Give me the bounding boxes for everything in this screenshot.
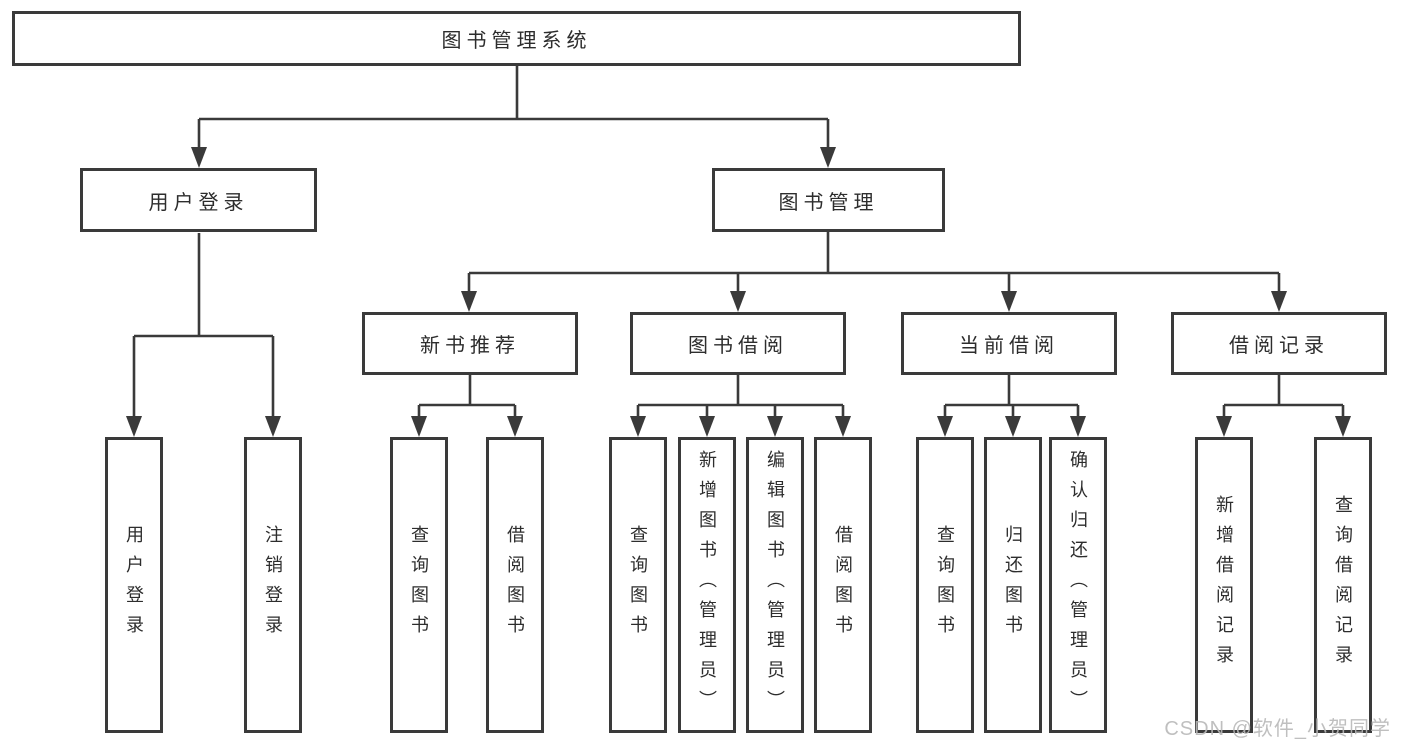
node-book-borrow-label: 图书借阅: [688, 335, 788, 357]
node-user-login: 用户登录: [80, 168, 317, 232]
leaf-logout-label: 注销登录: [263, 525, 283, 645]
node-book-management: 图书管理: [712, 168, 945, 232]
leaf-records-query-borrow-record-label: 查询借阅记录: [1333, 495, 1353, 675]
leaf-borrow-edit-books-admin-label: 编辑图书（管理员）: [765, 450, 785, 720]
leaf-borrow-borrow-books-label: 借阅图书: [833, 525, 853, 645]
leaf-current-confirm-return-admin: 确认归还（管理员）: [1049, 437, 1107, 733]
node-borrow-records-label: 借阅记录: [1229, 335, 1329, 357]
node-borrow-records: 借阅记录: [1171, 312, 1387, 375]
node-user-login-label: 用户登录: [148, 191, 249, 214]
leaf-current-return-books: 归还图书: [984, 437, 1042, 733]
node-root-label: 图书管理系统: [441, 30, 592, 52]
node-new-book-recommend-label: 新书推荐: [420, 335, 520, 357]
leaf-user-login: 用户登录: [105, 437, 163, 733]
leaf-recommend-query-books: 查询图书: [390, 437, 448, 733]
leaf-borrow-query-books-label: 查询图书: [628, 525, 648, 645]
leaf-current-query-books-label: 查询图书: [935, 525, 955, 645]
leaf-borrow-edit-books-admin: 编辑图书（管理员）: [746, 437, 804, 733]
node-book-borrow: 图书借阅: [630, 312, 846, 375]
node-book-management-label: 图书管理: [778, 191, 879, 214]
node-current-borrow: 当前借阅: [901, 312, 1117, 375]
leaf-recommend-borrow-books: 借阅图书: [486, 437, 544, 733]
leaf-records-query-borrow-record: 查询借阅记录: [1314, 437, 1372, 733]
leaf-records-add-borrow-record-label: 新增借阅记录: [1214, 495, 1234, 675]
leaf-borrow-query-books: 查询图书: [609, 437, 667, 733]
leaf-borrow-add-books-admin-label: 新增图书（管理员）: [697, 450, 717, 720]
node-root: 图书管理系统: [12, 11, 1021, 66]
leaf-current-return-books-label: 归还图书: [1003, 525, 1023, 645]
node-new-book-recommend: 新书推荐: [362, 312, 578, 375]
leaf-current-confirm-return-admin-label: 确认归还（管理员）: [1068, 450, 1088, 720]
leaf-user-login-label: 用户登录: [124, 525, 144, 645]
leaf-recommend-query-books-label: 查询图书: [409, 525, 429, 645]
leaf-borrow-borrow-books: 借阅图书: [814, 437, 872, 733]
leaf-current-query-books: 查询图书: [916, 437, 974, 733]
node-current-borrow-label: 当前借阅: [959, 335, 1059, 357]
leaf-recommend-borrow-books-label: 借阅图书: [505, 525, 525, 645]
leaf-logout: 注销登录: [244, 437, 302, 733]
leaf-records-add-borrow-record: 新增借阅记录: [1195, 437, 1253, 733]
leaf-borrow-add-books-admin: 新增图书（管理员）: [678, 437, 736, 733]
csdn-watermark: CSDN @软件_小贺同学: [1164, 718, 1391, 740]
